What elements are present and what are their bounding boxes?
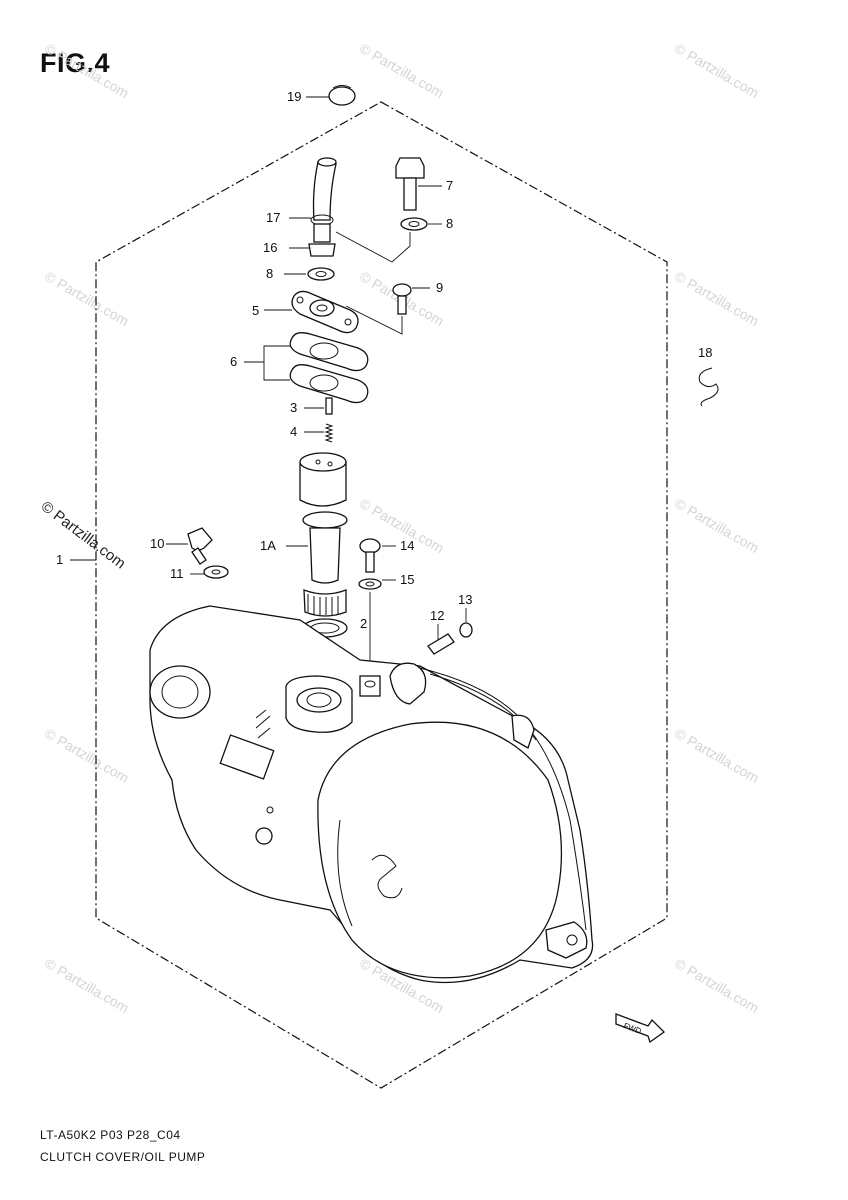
part-18-clip: 18 xyxy=(698,345,719,407)
callout-7: 7 xyxy=(446,178,453,193)
callout-3: 3 xyxy=(290,400,297,415)
part-7-bolt: 7 xyxy=(395,157,453,211)
callout-1a: 1A xyxy=(260,538,276,553)
callout-10: 10 xyxy=(150,536,164,551)
part-17-clamp: 17 xyxy=(266,210,334,226)
part-12-dowel: 12 xyxy=(427,608,455,655)
assembly-frame xyxy=(95,101,668,1089)
part-11-washer: 11 xyxy=(170,565,229,581)
part-9-screw: 9 xyxy=(345,280,443,335)
part-6-gaskets: 6 xyxy=(230,332,369,404)
part-hose xyxy=(312,157,337,221)
callout-9: 9 xyxy=(436,280,443,295)
part-16-fitting: 16 xyxy=(263,223,336,257)
callout-8-right: 8 xyxy=(446,216,453,231)
callout-12: 12 xyxy=(430,608,444,623)
part-3-pin: 3 xyxy=(290,397,333,415)
part-8-washer-right: 8 xyxy=(400,216,453,231)
part-13-o-ring: 13 xyxy=(458,592,473,638)
callout-15: 15 xyxy=(400,572,414,587)
callout-11: 11 xyxy=(170,566,184,581)
fwd-arrow-icon: FWD xyxy=(615,1013,666,1044)
callout-4: 4 xyxy=(290,424,297,439)
callout-5: 5 xyxy=(252,303,259,318)
callout-19: 19 xyxy=(287,89,301,104)
callout-16: 16 xyxy=(263,240,277,255)
diagram-name: CLUTCH COVER/OIL PUMP xyxy=(40,1150,206,1164)
part-4-spring: 4 xyxy=(290,423,334,443)
diagram-code: LT-A50K2 P03 P28_C04 xyxy=(40,1128,181,1142)
part-10-drain-bolt: 10 xyxy=(150,527,213,565)
part-19-cap: 19 xyxy=(287,85,356,106)
callout-17: 17 xyxy=(266,210,280,225)
part-15-washer: 15 xyxy=(358,572,414,590)
part-1-clutch-cover xyxy=(149,605,594,984)
callout-2: 2 xyxy=(360,616,367,631)
part-1a-shaft: 1A xyxy=(260,511,348,617)
callout-1: 1 xyxy=(56,552,63,567)
callout-6: 6 xyxy=(230,354,237,369)
callout-18: 18 xyxy=(698,345,712,360)
part-8-washer-left: 8 xyxy=(266,266,335,281)
callout-13: 13 xyxy=(458,592,472,607)
part-5-pump-cover: 5 xyxy=(252,290,359,334)
part-14-screw: 14 xyxy=(359,538,414,573)
callout-14: 14 xyxy=(400,538,414,553)
callout-8-left: 8 xyxy=(266,266,273,281)
part-pump-rotor-housing xyxy=(299,452,347,507)
figure-title: FIG.4 xyxy=(40,48,111,78)
